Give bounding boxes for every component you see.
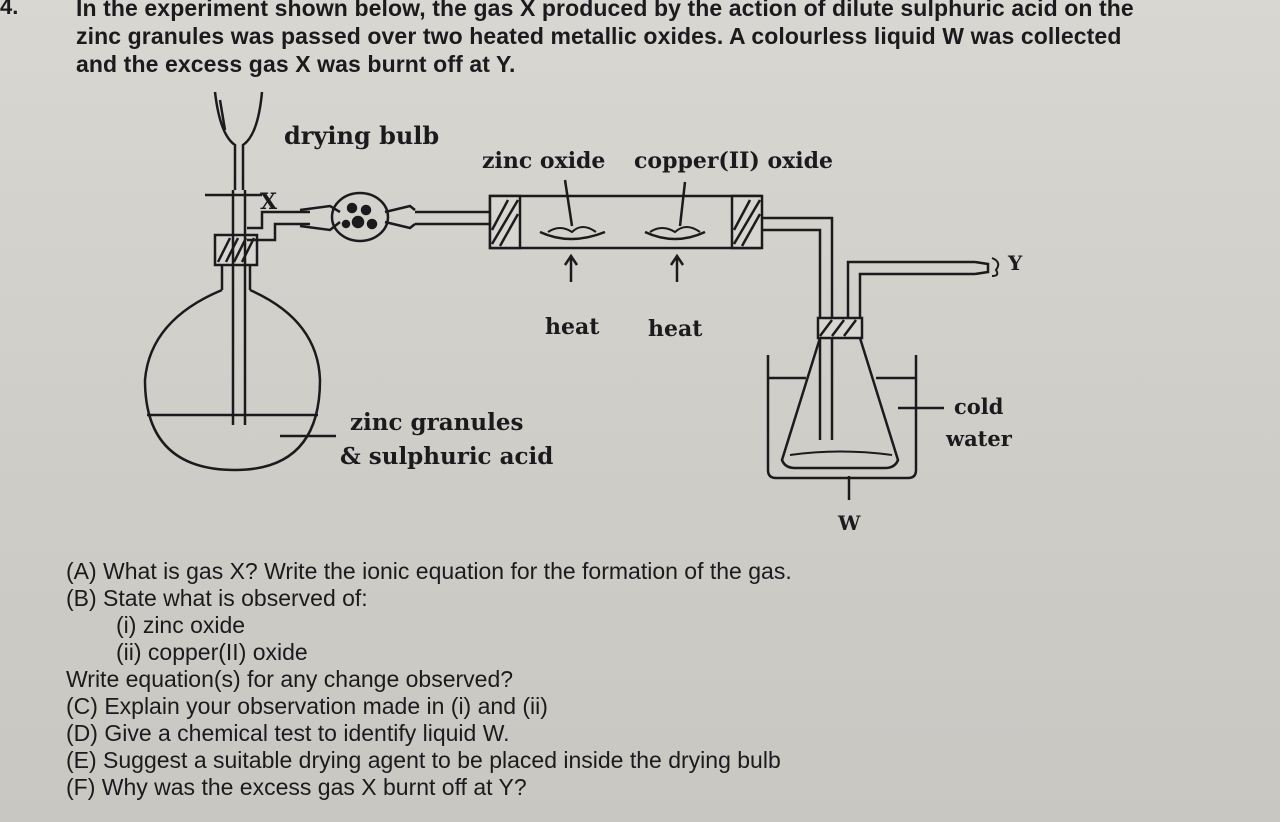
intro-line: In the experiment shown below, the gas X… [76, 0, 1134, 21]
gas-x-label: X [260, 189, 278, 215]
outlet-tube [247, 210, 310, 230]
question-b-ii: (ii) copper(II) oxide [116, 639, 308, 665]
zinc-oxide-boat [539, 230, 606, 241]
drying-bulb [299, 191, 490, 243]
question-f: (F) Why was the excess gas X burnt off a… [66, 774, 527, 800]
conical-flask [780, 316, 900, 470]
zinc-granules-label: zinc granules [350, 409, 523, 436]
sulphuric-acid-label: & sulphuric acid [340, 443, 553, 470]
question-number: 4. [0, 0, 19, 19]
question-a: (A) What is gas X? Write the ionic equat… [66, 558, 792, 584]
question-c: (C) Explain your observation made in (i)… [66, 693, 548, 719]
question-intro: In the experiment shown below, the gas X… [76, 0, 1226, 78]
question-b-equations: Write equation(s) for any change observe… [66, 666, 514, 692]
cold-label: cold [954, 394, 1004, 419]
question-list: (A) What is gas X? Write the ionic equat… [66, 558, 1216, 801]
heat-arrow [669, 253, 685, 282]
y-label: Y [1007, 251, 1023, 275]
liquid-w-label: W [837, 511, 861, 535]
question-b: (B) State what is observed of: [66, 585, 368, 611]
apparatus-diagram: drying bulb zinc oxide copper(II) oxide … [143, 91, 1023, 535]
copper-oxide-boat [644, 230, 706, 241]
drying-bulb-label: drying bulb [284, 121, 439, 150]
copper-oxide-label: copper(II) oxide [634, 148, 833, 174]
combustion-tube [488, 194, 764, 250]
zinc-oxide-label: zinc oxide [482, 148, 605, 174]
heat-label: heat [545, 314, 600, 340]
question-b-i: (i) zinc oxide [116, 612, 246, 638]
intro-line: zinc granules was passed over two heated… [76, 23, 1122, 49]
question-d: (D) Give a chemical test to identify liq… [66, 720, 510, 746]
thistle-funnel [213, 91, 264, 425]
delivery-tube [762, 216, 834, 440]
water-label: water [945, 426, 1013, 451]
intro-line: and the excess gas X was burnt off at Y. [76, 51, 516, 77]
question-e: (E) Suggest a suitable drying agent to b… [66, 747, 781, 773]
exit-tube [846, 260, 975, 330]
heat-arrow [563, 253, 579, 282]
water-trough [766, 355, 918, 480]
heat-label: heat [648, 316, 703, 342]
